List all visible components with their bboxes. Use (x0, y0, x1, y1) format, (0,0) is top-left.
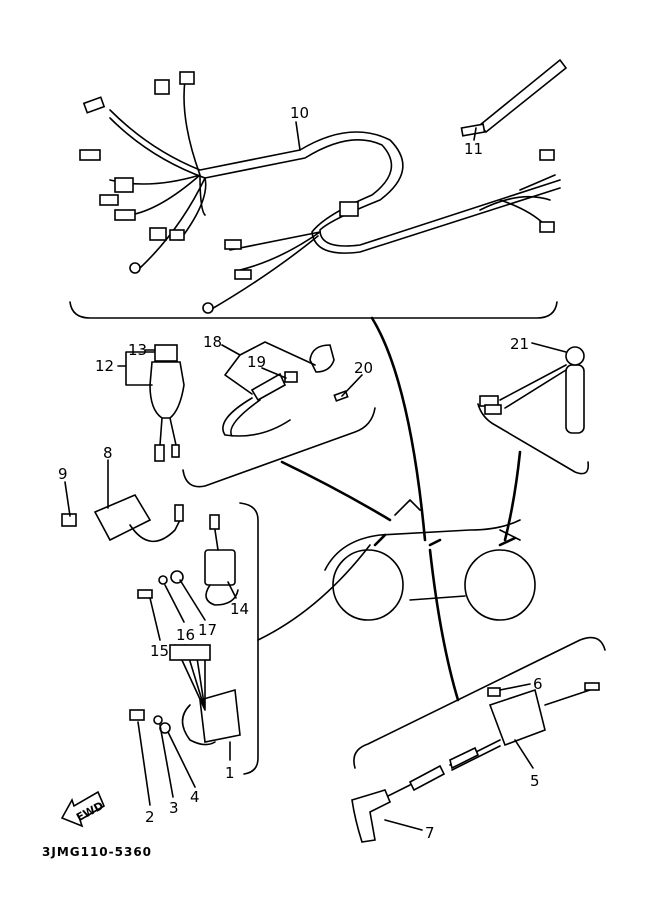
callout-5: 5 (530, 772, 540, 790)
callout-leaders (64, 121, 567, 831)
callout-10: 10 (290, 104, 309, 122)
callout-2: 2 (145, 808, 155, 826)
callout-11: 11 (464, 140, 483, 158)
callout-3: 3 (169, 799, 179, 817)
callout-6: 6 (533, 675, 543, 693)
leader-switches (280, 460, 392, 522)
group-bracket-ignition (239, 502, 259, 775)
starter-and-cable (351, 682, 600, 843)
callout-16: 16 (176, 626, 195, 644)
ignition-coil (137, 514, 239, 606)
callout-1: 1 (225, 764, 235, 782)
atv-silhouette (324, 499, 536, 621)
fwd-arrow-icon: FWD (60, 790, 106, 828)
wire-harness (79, 71, 561, 314)
light-switch-assembly (222, 344, 349, 437)
cdi-unit (129, 644, 241, 746)
leader-harness (370, 316, 427, 542)
callout-14: 14 (230, 600, 249, 618)
group-bracket-starter (353, 636, 606, 769)
callout-21: 21 (510, 335, 529, 353)
diagram-code: 3JMG110-5360 (42, 845, 152, 859)
callout-18: 18 (203, 333, 222, 351)
throttle-grip (479, 346, 585, 434)
callout-12: 12 (95, 357, 114, 375)
callout-15: 15 (150, 642, 169, 660)
main-switch (149, 344, 185, 462)
group-bracket-grip (477, 403, 590, 475)
group-bracket-harness (69, 301, 558, 319)
rectifier (61, 493, 184, 543)
callout-8: 8 (103, 444, 113, 462)
leader-ignition (257, 544, 371, 641)
callout-7: 7 (425, 824, 435, 842)
callout-17: 17 (198, 621, 217, 639)
callout-20: 20 (354, 359, 373, 377)
group-bracket-switches (182, 407, 376, 488)
callout-4: 4 (190, 788, 200, 806)
callout-9: 9 (58, 465, 68, 483)
leader-grip (503, 450, 522, 542)
cable-band (460, 58, 568, 137)
callout-19: 19 (247, 353, 266, 371)
callout-13: 13 (128, 341, 147, 359)
leader-starter (428, 548, 460, 702)
